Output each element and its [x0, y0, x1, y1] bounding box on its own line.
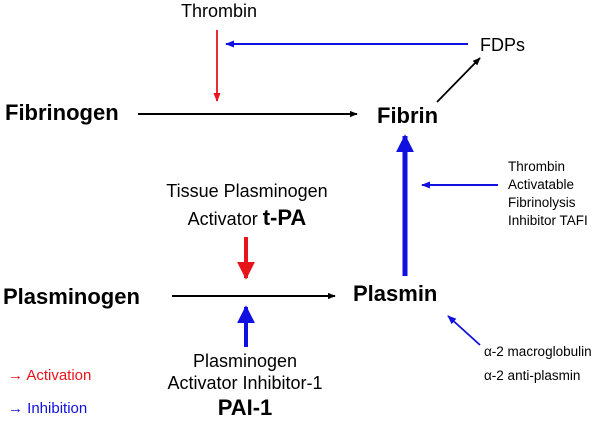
plasminogen-label: Plasminogen: [3, 284, 140, 309]
pai1-abbreviation: PAI-1: [217, 395, 273, 420]
alpha2-inhibition-arrow: [447, 315, 481, 346]
fdps-label: FDPs: [480, 35, 525, 55]
tafi-line2: Activatable: [508, 177, 575, 192]
fibrinogen-label: Fibrinogen: [5, 100, 119, 125]
tafi-line4: Inhibitor TAFI: [508, 213, 588, 228]
tafi-line3: Fibrinolysis: [508, 195, 576, 210]
fibrin-label: Fibrin: [377, 103, 439, 128]
fibrin-to-fdps-arrow: [436, 57, 481, 103]
tpa-label: Tissue Plasminogen Activator t-PA: [157, 181, 337, 234]
macroglobulin-label: α-2 macroglobulin: [484, 344, 592, 359]
tpa-abbreviation: t-PA: [262, 204, 307, 230]
alpha2-inhibitors-label: α-2 macroglobulin α-2 anti-plasmin: [484, 340, 592, 388]
tpa-line1: Tissue Plasminogen: [166, 181, 328, 201]
tpa-activator-text: Activator: [187, 208, 258, 229]
tafi-label: Thrombin Activatable Fibrinolysis Inhibi…: [508, 158, 588, 230]
plasmin-label: Plasmin: [353, 281, 438, 306]
antiplasmin-label: α-2 anti-plasmin: [484, 368, 581, 383]
tafi-line1: Thrombin: [508, 159, 566, 174]
tpa-line2: Activator t-PA: [157, 203, 337, 234]
pai1-line2: Activator Inhibitor-1: [167, 373, 323, 393]
legend-activation: → Activation: [8, 367, 92, 384]
pai1-label: Plasminogen Activator Inhibitor-1 PAI-1: [140, 350, 350, 422]
legend-inhibition: → Inhibition: [8, 400, 88, 417]
pai1-line1: Plasminogen: [192, 351, 298, 371]
thrombin-label: Thrombin: [181, 1, 258, 21]
